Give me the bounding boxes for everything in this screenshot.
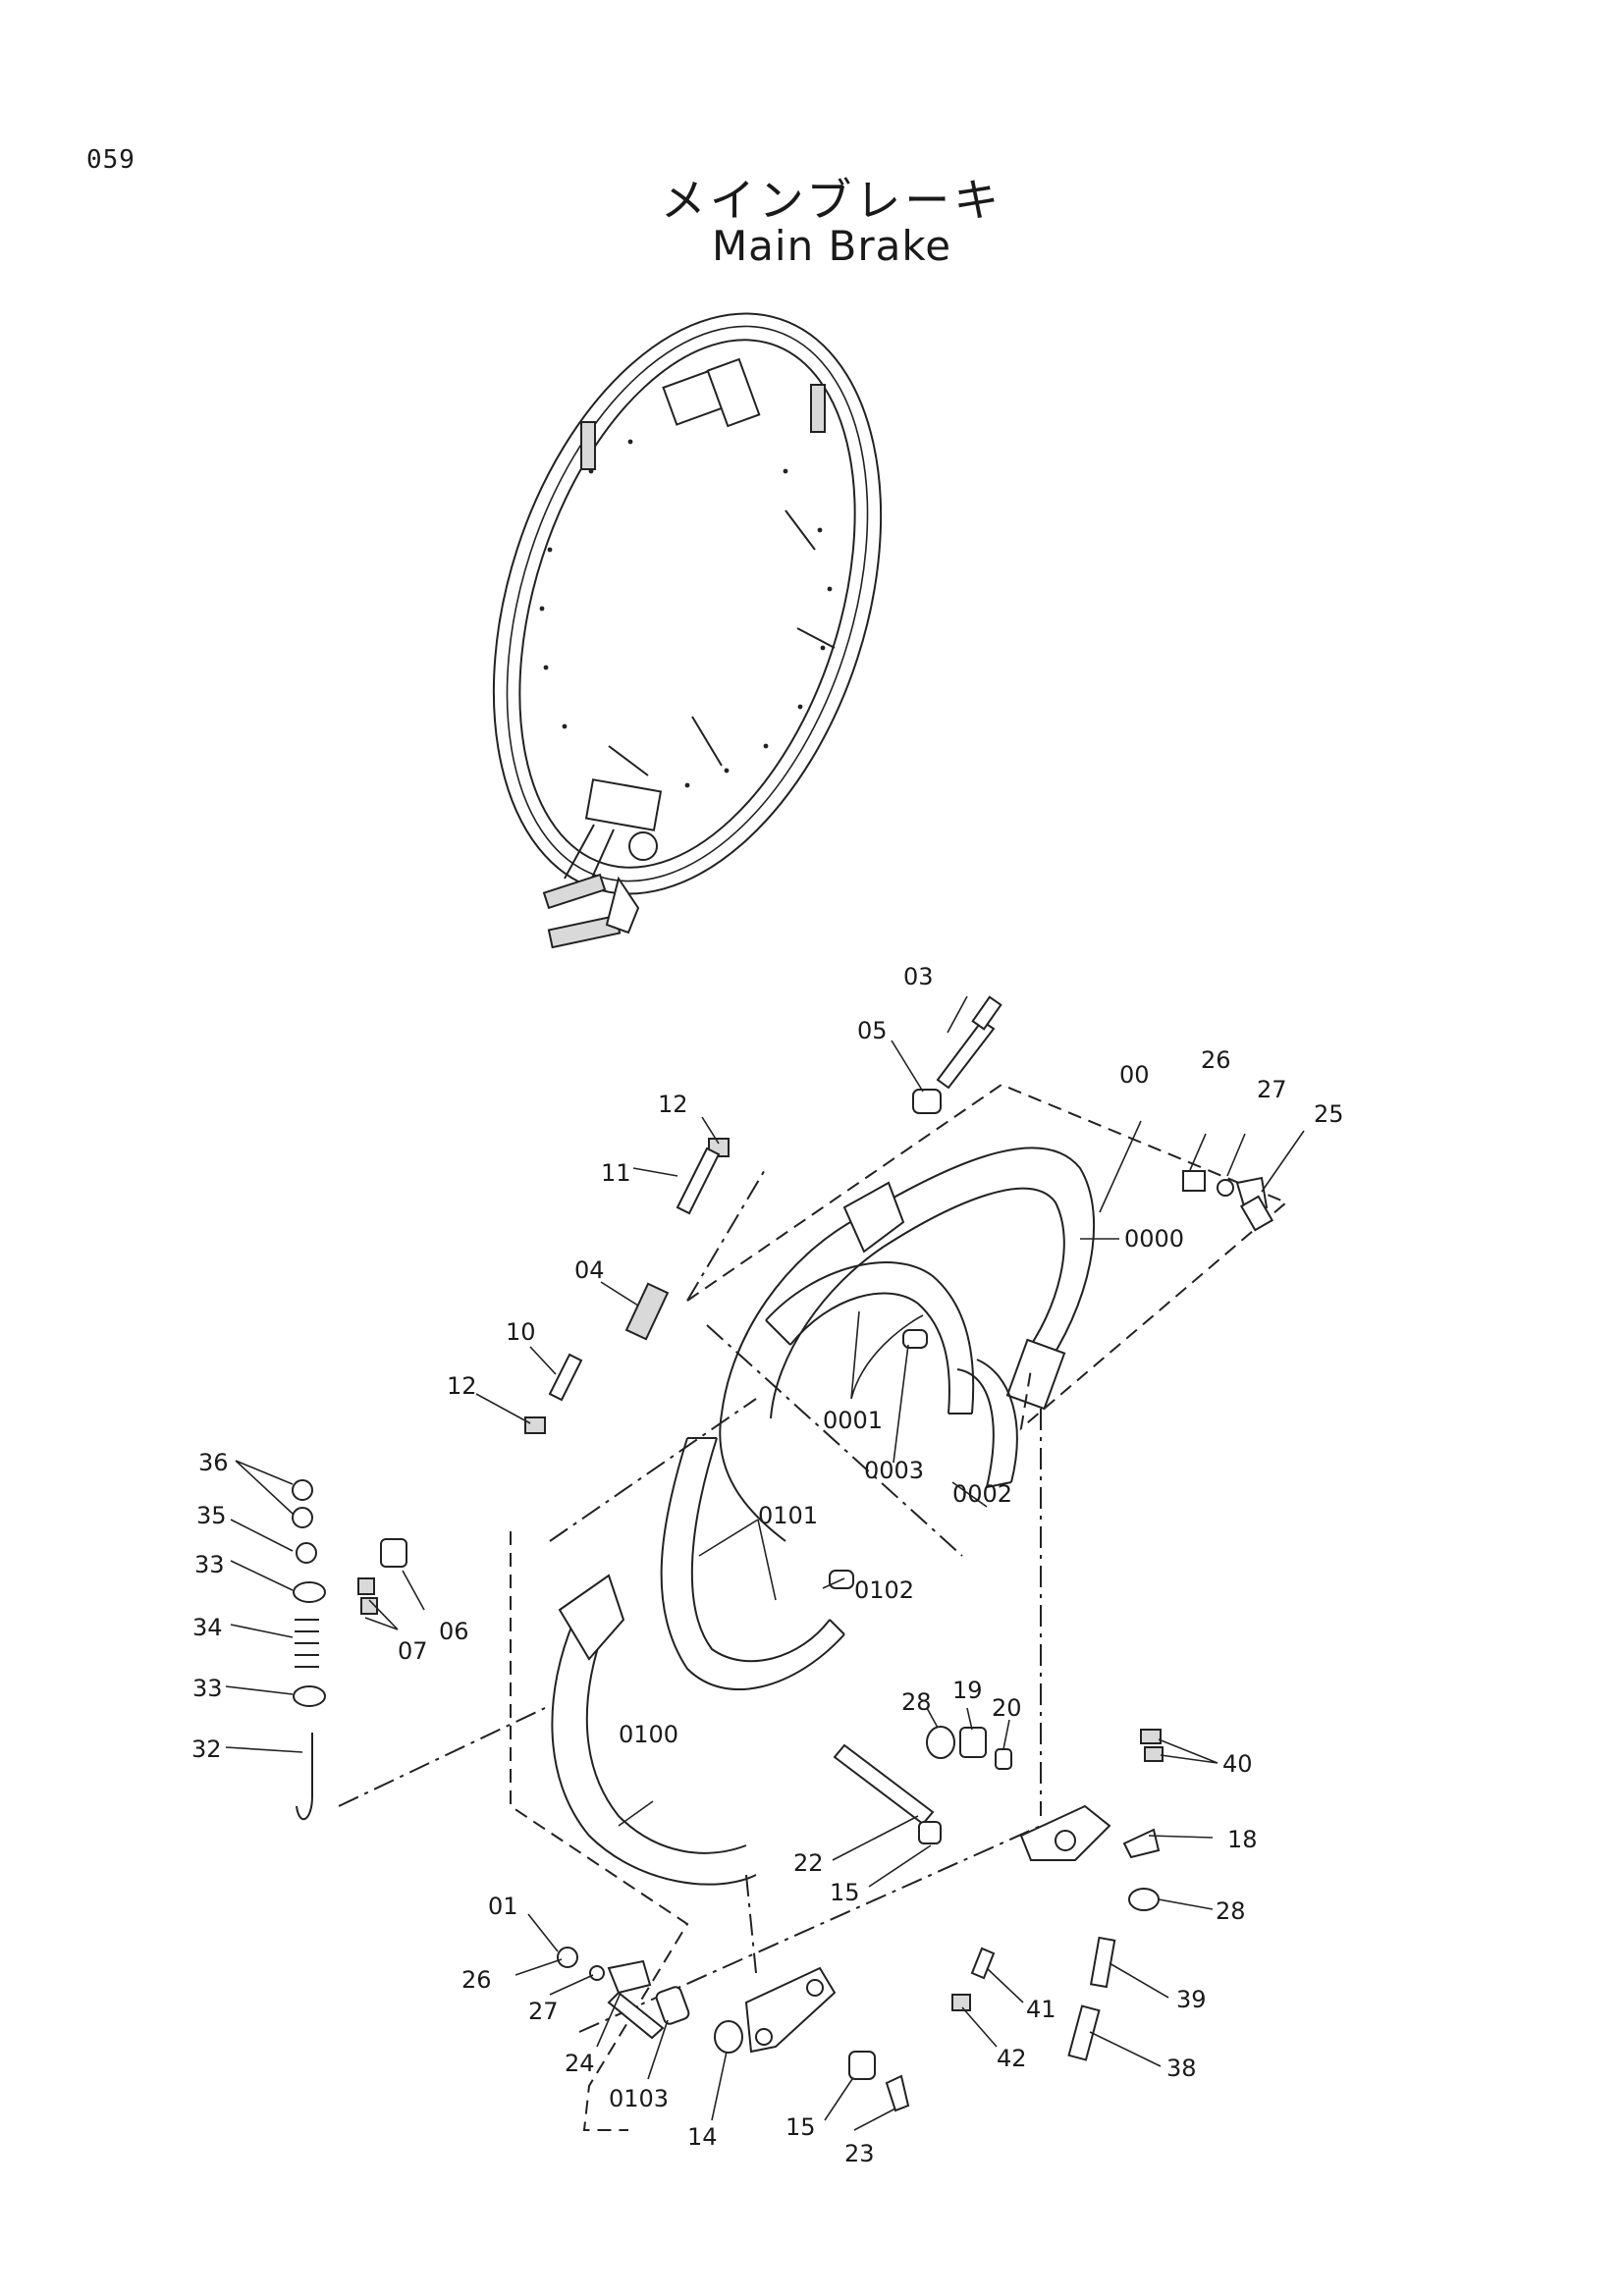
- callout-18: 18: [1227, 1826, 1258, 1853]
- brake-band-lower-01: [551, 1437, 845, 1886]
- callout-0101: 0101: [758, 1502, 818, 1529]
- callout-03: 03: [903, 963, 934, 990]
- callout-0001: 0001: [823, 1407, 883, 1434]
- callout-0003: 0003: [864, 1457, 924, 1484]
- brake-band-upper-00: [719, 1147, 1096, 1542]
- callout-14: 14: [687, 2123, 718, 2151]
- callout-15: 15: [830, 1879, 860, 1906]
- callout-33-lower: 33: [192, 1675, 223, 1702]
- callout-labels: 03 05 00 26 27 25 12 11 0000 04 10 12 00…: [191, 963, 1344, 2167]
- callout-15-lower: 15: [785, 2113, 816, 2141]
- callout-42: 42: [997, 2045, 1027, 2072]
- callout-22: 22: [793, 1849, 824, 1877]
- callout-10: 10: [506, 1318, 536, 1346]
- callout-04: 04: [574, 1256, 605, 1284]
- callout-0100: 0100: [619, 1721, 678, 1748]
- callout-27: 27: [1257, 1076, 1287, 1103]
- callout-36: 36: [198, 1449, 229, 1476]
- callout-28: 28: [901, 1688, 932, 1716]
- callout-20: 20: [992, 1694, 1022, 1722]
- boundary-00: [686, 1083, 1288, 1431]
- callout-25: 25: [1314, 1100, 1344, 1128]
- callout-40: 40: [1222, 1750, 1253, 1778]
- title-english: Main Brake: [711, 222, 952, 270]
- callout-33: 33: [194, 1551, 225, 1578]
- callout-34: 34: [192, 1614, 223, 1641]
- callout-28-right: 28: [1216, 1897, 1246, 1925]
- callout-05: 05: [857, 1017, 888, 1044]
- assembled-brake-illustration: [492, 312, 883, 949]
- callout-0102: 0102: [854, 1576, 914, 1604]
- boundary-01: [510, 1531, 689, 2131]
- callout-38: 38: [1166, 2055, 1197, 2082]
- callout-26-lower: 26: [461, 1966, 492, 1994]
- callout-39: 39: [1176, 1986, 1207, 2013]
- callout-12: 12: [658, 1091, 688, 1118]
- callout-35: 35: [196, 1502, 227, 1529]
- spring-rod-line: [338, 1707, 546, 1807]
- callout-27-lower: 27: [528, 1998, 559, 2025]
- callout-0002: 0002: [952, 1480, 1012, 1508]
- callout-32: 32: [191, 1735, 222, 1763]
- lining-0001: [765, 1261, 1018, 1488]
- callout-41: 41: [1026, 1996, 1056, 2023]
- callout-11: 11: [601, 1159, 631, 1187]
- callout-12-lower: 12: [447, 1372, 477, 1400]
- callout-01: 01: [488, 1893, 518, 1920]
- callout-26: 26: [1201, 1046, 1231, 1074]
- callout-0000: 0000: [1124, 1225, 1184, 1253]
- callout-0103: 0103: [609, 2085, 669, 2112]
- rivet-dots: [539, 419, 833, 788]
- link-line-a: [549, 1167, 963, 1557]
- callout-07: 07: [398, 1637, 428, 1665]
- callout-00: 00: [1119, 1061, 1150, 1089]
- callout-06: 06: [439, 1618, 469, 1645]
- leader-lines: [225, 995, 1305, 2131]
- callout-19: 19: [952, 1677, 983, 1704]
- page-number: 059: [86, 145, 135, 175]
- title-japanese: メインブレーキ: [660, 174, 1003, 227]
- hardware-parts: [292, 995, 1274, 2112]
- callout-23: 23: [844, 2140, 875, 2167]
- callout-24: 24: [565, 2050, 595, 2077]
